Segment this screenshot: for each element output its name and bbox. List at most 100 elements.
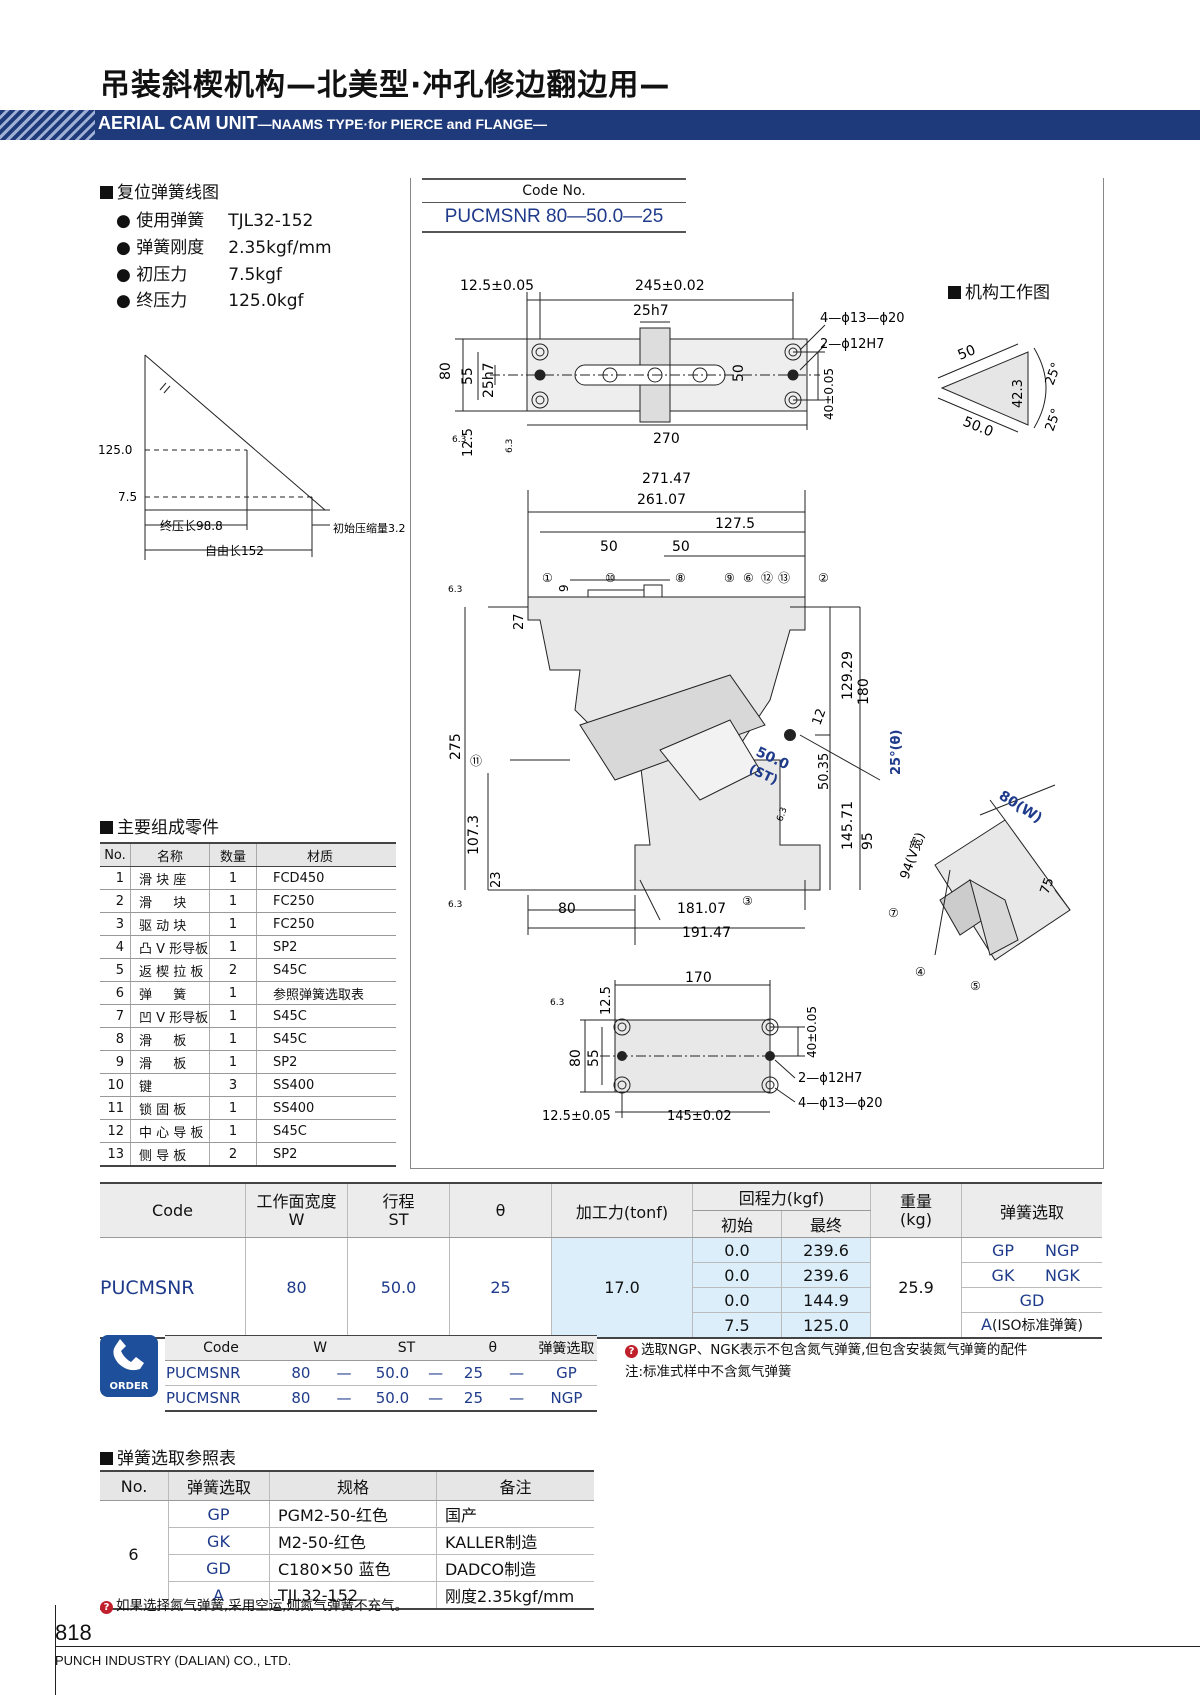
- phone-icon: [113, 1339, 144, 1371]
- part-no: 8: [100, 1027, 131, 1051]
- spring-option: GD: [961, 1287, 1102, 1313]
- title-en: AERIAL CAM UNIT—NAAMS TYPE·for PIERCE an…: [98, 113, 547, 134]
- dim-text: 191.47: [682, 925, 731, 941]
- parts-heading: 主要组成零件: [100, 813, 219, 838]
- order-cell: PUCMSNR: [165, 1360, 277, 1386]
- part-callout: ⑩: [605, 571, 616, 585]
- spring-curve-heading: 复位弹簧线图: [100, 178, 219, 203]
- dim-text: 40±0.05: [822, 368, 836, 420]
- spring-footnote: ?如果选择氮气弹簧,采用空运,则氮气弹簧不充气。: [100, 1594, 408, 1614]
- dim-text: 127.5: [715, 516, 755, 532]
- dim-text: 261.07: [637, 492, 686, 508]
- dim-text: 129.29: [840, 651, 856, 700]
- order-note: ?选取NGP、NGK表示不包含氮气弹簧,但包含安装氮气弹簧的配件: [625, 1338, 1027, 1358]
- dim-text: 80: [558, 901, 576, 917]
- dim-text: 55: [586, 1049, 602, 1067]
- col-header: No.: [100, 842, 131, 867]
- spring-option: A(ISO标准弹簧): [961, 1312, 1102, 1339]
- footer-line: [55, 1646, 1200, 1647]
- part-qty: 2: [209, 1142, 257, 1167]
- col-header: Code: [165, 1335, 277, 1361]
- spring-option: NGK: [1044, 1262, 1102, 1288]
- angle-label: 25°(θ): [889, 730, 904, 775]
- dim-text: 2—ϕ12H7: [798, 1071, 862, 1086]
- spec-st: 50.0: [347, 1237, 450, 1339]
- spec-value: 7.5kgf: [228, 265, 282, 285]
- spec-value: 125.0kgf: [228, 291, 304, 311]
- part-material: SP2: [256, 1050, 396, 1074]
- warning-icon: ?: [625, 1345, 638, 1358]
- part-no: 3: [100, 912, 131, 936]
- spec-weight: 25.9: [870, 1237, 962, 1339]
- title-en-sub: —NAAMS TYPE·for PIERCE and FLANGE—: [257, 116, 548, 132]
- dim-text: 271.47: [642, 471, 691, 487]
- part-qty: 1: [209, 1050, 257, 1074]
- spec-value: TJL32-152: [228, 211, 314, 231]
- order-cell: —: [421, 1385, 450, 1412]
- part-material: S45C: [256, 958, 396, 982]
- dim-text: 107.3: [466, 815, 482, 855]
- part-name: 中 心 导 板: [130, 1119, 210, 1143]
- col-subheader: 初始: [692, 1210, 782, 1238]
- part-name: 锁 固 板: [130, 1096, 210, 1120]
- dowel-marker: [617, 1051, 627, 1061]
- part-name: 侧 导 板: [130, 1142, 210, 1167]
- dim-text: 4—ϕ13—ϕ20: [820, 311, 905, 326]
- order-cell: 80: [277, 1360, 325, 1386]
- part-callout: ⑫: [761, 571, 773, 585]
- final-length-label: 终压长98.8: [160, 518, 223, 533]
- part-name: 弹 簧: [130, 981, 210, 1005]
- page-number: 818: [55, 1620, 92, 1645]
- part-callout: ⑥: [743, 571, 754, 585]
- col-header: 备注: [436, 1470, 594, 1501]
- dim-text: 145±0.02: [667, 1109, 732, 1124]
- warning-icon: ?: [100, 1601, 113, 1614]
- part-material: S45C: [256, 1119, 396, 1143]
- part-qty: 1: [209, 1004, 257, 1028]
- spec-w: 80: [245, 1237, 348, 1339]
- part-qty: 1: [209, 1119, 257, 1143]
- spring-option: A: [168, 1581, 270, 1610]
- v-section-drawing: 80(W) 94(V宽) 75 ⑦ ④ ⑤: [888, 784, 1071, 993]
- part-callout: ⑤: [970, 979, 981, 993]
- part-callout: ②: [818, 571, 829, 585]
- dim-text: 2—ϕ12H7: [820, 337, 884, 352]
- order-cell: NGP: [535, 1385, 597, 1412]
- part-material: S45C: [256, 1004, 396, 1028]
- code-box: Code No. PUCMSNR 80—50.0—25: [422, 178, 686, 233]
- part-callout: ⑪: [470, 754, 482, 768]
- dim-text: 270: [653, 431, 680, 447]
- part-material: FC250: [256, 889, 396, 913]
- order-cell: 25: [449, 1385, 498, 1412]
- order-cell: —: [421, 1360, 450, 1386]
- dim-text: 12.5: [599, 986, 614, 1015]
- roughness-text: 6.3: [775, 806, 789, 823]
- col-header: 弹簧选取: [961, 1182, 1102, 1238]
- order-badge: ORDER: [100, 1335, 158, 1397]
- roughness-text: 6.3: [448, 900, 462, 910]
- dim-text: 50: [956, 342, 979, 364]
- spring-option: GK: [168, 1527, 270, 1555]
- spec-label: 初压力: [136, 265, 188, 285]
- part-callout: ⑬: [778, 571, 790, 585]
- dim-text: 23: [489, 871, 504, 888]
- dim-text: 275: [448, 733, 464, 760]
- part-qty: 1: [209, 981, 257, 1005]
- dim-text: 12: [810, 707, 830, 728]
- part-name: 滑 板: [130, 1027, 210, 1051]
- part-name: 返 楔 拉 板: [130, 958, 210, 982]
- dim-text: 55: [460, 367, 476, 385]
- return-end: 144.9: [781, 1287, 871, 1313]
- title-bar: [0, 110, 1200, 140]
- dim-text: 50: [672, 539, 690, 555]
